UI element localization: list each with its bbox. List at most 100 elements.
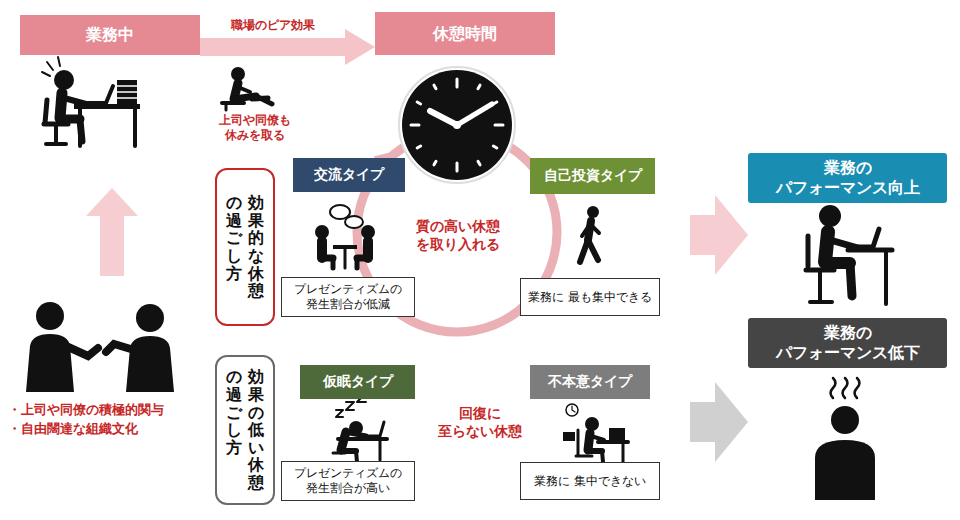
reluctant-worker-icon-part xyxy=(588,448,602,454)
two-people-icon-part xyxy=(106,344,134,352)
focused-worker-icon-part xyxy=(830,240,858,248)
reluctant-worker-icon-part xyxy=(577,430,580,455)
outcome-box: 業務の パフォーマンス向上 xyxy=(748,153,947,203)
focused-worker-icon-part xyxy=(806,236,811,266)
reluctant-worker-icon-part xyxy=(602,451,603,462)
sleeping-worker-icon-part xyxy=(350,433,366,436)
result-box: プレゼンティズムの 発生割合が高い xyxy=(281,461,415,501)
stressed-worker-icon-part xyxy=(54,70,74,90)
up-arrow xyxy=(86,188,138,276)
result-arrow-good xyxy=(690,195,748,275)
node-text: プレゼンティズムの 発生割合が低減 xyxy=(287,282,409,312)
stressed-worker-icon-part xyxy=(117,80,137,104)
note-label: 質の高い休憩 を取り入れる xyxy=(402,218,514,253)
note-label: 回復に 至らない休憩 xyxy=(427,405,533,440)
reluctant-worker-icon-part xyxy=(563,432,575,441)
node-text: プレゼンティズムの 発生割合が高い xyxy=(287,466,409,496)
node-text: 業務の パフォーマンス向上 xyxy=(756,158,939,198)
walking-person-icon xyxy=(580,206,599,262)
reluctant-worker-icon-part xyxy=(622,442,625,462)
note-label: 上司や同僚も 休みを取る xyxy=(202,113,308,143)
result-arrow-bad-part xyxy=(690,382,748,462)
chatting-people-icon-part xyxy=(355,258,360,268)
stressed-worker-icon xyxy=(42,57,140,146)
focused-worker-icon xyxy=(806,205,892,304)
tired-person-icon-part xyxy=(815,440,875,500)
result-arrow-good-part xyxy=(690,195,748,275)
node-text: 効果的な休憩 の過ごし方 xyxy=(226,194,264,300)
sleeping-worker-icon-part xyxy=(336,410,343,417)
node-text: 不本意タイプ xyxy=(548,373,632,391)
tired-person-icon xyxy=(815,378,875,500)
clock-icon-part-part xyxy=(417,146,420,148)
stressed-worker-icon-part xyxy=(133,109,137,146)
stressed-worker-icon-part xyxy=(117,85,137,87)
node-text: 効果の低い休憩 の過ごし方 xyxy=(226,368,264,491)
two-people-icon-part xyxy=(136,304,164,332)
relaxing-peer-icon-part xyxy=(252,98,268,99)
clock-icon-part-part xyxy=(417,102,420,104)
walking-person-icon-part xyxy=(582,224,590,236)
arrow-head xyxy=(345,29,375,65)
outcome-box: 業務の パフォーマンス低下 xyxy=(748,318,947,368)
relaxing-peer-icon xyxy=(222,67,272,110)
sleeping-worker-icon-part xyxy=(333,452,345,455)
reluctant-worker-icon xyxy=(563,404,628,462)
focused-worker-icon-part xyxy=(810,300,832,304)
clock-icon-part-part xyxy=(478,161,480,164)
result-box: 業務に 集中できない xyxy=(520,462,660,500)
peer-effect-arrow xyxy=(200,29,375,65)
clock-icon-part xyxy=(411,79,503,171)
node-text: 業務の パフォーマンス低下 xyxy=(756,323,939,363)
sleeping-worker-icon xyxy=(333,393,387,462)
clock-icon-part xyxy=(402,70,512,180)
clock-icon-part-part xyxy=(434,161,436,164)
node-text: 交流タイプ xyxy=(314,166,384,184)
clock-icon-part-part xyxy=(434,85,436,88)
note-label: ・上司や同僚の積極的関与 xyxy=(8,402,198,418)
clock-icon-part xyxy=(457,104,492,125)
clock-icon-part-part xyxy=(495,124,503,127)
up-arrow-part xyxy=(86,188,138,276)
walking-person-icon-part xyxy=(588,240,598,260)
stressed-worker-icon-part xyxy=(64,98,86,104)
stressed-worker-icon-part xyxy=(117,97,137,99)
header-box: 業務中 xyxy=(20,15,200,55)
reluctant-worker-icon-part xyxy=(585,417,599,431)
node-text: 業務に 集中できない xyxy=(534,474,646,489)
stressed-worker-icon-part xyxy=(45,100,47,123)
chatting-people-icon-part xyxy=(331,258,336,268)
reluctant-worker-icon-part xyxy=(609,428,625,440)
chatting-people-icon-part xyxy=(344,249,347,268)
stressed-worker-icon-part xyxy=(58,57,60,66)
arrow-shaft xyxy=(200,38,345,56)
walking-person-icon-part xyxy=(590,224,599,233)
node-text: 休憩時間 xyxy=(433,24,497,44)
header-box: 休憩時間 xyxy=(375,12,555,55)
sleeping-worker-icon-part xyxy=(346,402,354,410)
category-box: 効果的な休憩 の過ごし方 xyxy=(215,168,275,326)
stressed-worker-icon-part xyxy=(54,124,58,142)
sleeping-worker-icon-part xyxy=(379,439,382,460)
stressed-worker-icon-part xyxy=(46,142,66,146)
stressed-worker-icon-part xyxy=(88,86,113,103)
reluctant-worker-icon-part xyxy=(572,406,575,412)
two-people-icon-part xyxy=(36,302,64,330)
node-text: 業務に 最も集中できる xyxy=(528,290,652,305)
clock-icon-part xyxy=(430,111,457,125)
focused-worker-icon-part xyxy=(819,205,841,227)
node-text: 自己投資タイプ xyxy=(544,167,642,185)
focused-worker-icon-part xyxy=(850,263,852,296)
node-text: 仮眠タイプ xyxy=(323,373,393,391)
type-box: 交流タイプ xyxy=(293,158,405,192)
clock-icon xyxy=(399,67,515,183)
focused-worker-icon-part xyxy=(858,229,879,247)
type-box: 仮眠タイプ xyxy=(300,365,415,399)
clock-icon-part-part xyxy=(456,163,459,171)
two-people-icon-part xyxy=(66,346,98,356)
chatting-people-icon xyxy=(315,205,375,268)
